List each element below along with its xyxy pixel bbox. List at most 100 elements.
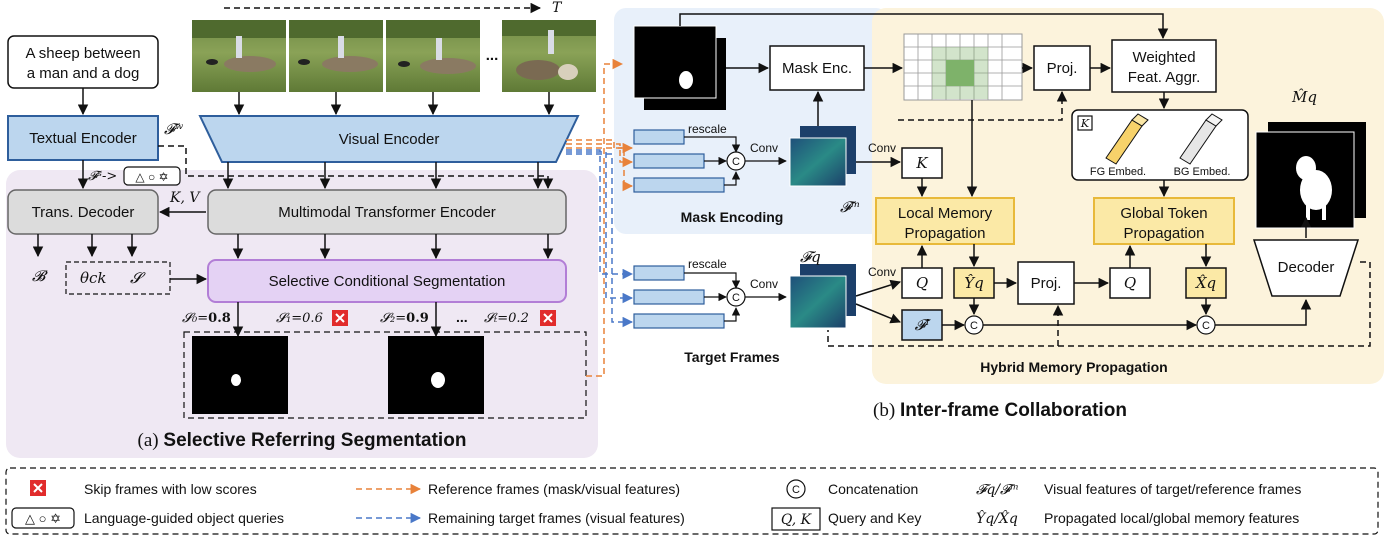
concat-label-global: C [1202,320,1210,332]
fm-map-front [789,137,847,187]
legend-lang-text: Language-guided object queries [84,510,284,526]
mask-2-object [431,372,445,388]
arrow-rescale-tgt-3 [724,307,741,322]
mask-enc-box [769,45,865,91]
mq-label: M̂q [1291,88,1317,106]
conv-label-q: Conv [868,265,896,279]
q-label-global: Q [1124,274,1136,292]
ref-mask-front [633,25,717,99]
rescale-label-target: rescale [688,257,727,271]
weighted-aggr-line2: Feat. Aggr. [1128,69,1201,86]
legend-f-symbol: 𝓕q/𝓕ᵐ [976,482,1019,498]
proj-bottom-label: Proj. [1031,275,1062,292]
global-token-line1: Global Token [1120,205,1207,222]
arrow-ref-feat-3 [566,147,634,192]
legend-qk-box [771,507,821,531]
arrow-concat-to-decoder [1215,298,1312,326]
fq-label: 𝓕q [800,248,821,266]
language-query-box [123,166,181,186]
global-token-line2: Propagation [1124,225,1205,242]
legend-skip-icon-x [33,483,43,493]
local-memory-line1: Local Memory [898,205,993,222]
proj-bottom-box [1017,261,1075,305]
scs-box [207,259,567,303]
legend-yx-symbol: Ŷq/X̂q [976,509,1018,527]
mask-enc-label: Mask Enc. [782,60,852,77]
legend-lang-icon [11,507,75,529]
target-frames-label: Target Frames [684,349,780,365]
ref-feat-level-1 [633,129,685,145]
proj-top-label: Proj. [1047,60,1078,77]
visual-encoder-label: Visual Encoder [339,131,440,148]
legend-concat-icon-label: C [792,484,800,496]
legend-concat-icon [786,479,806,499]
mm-encoder-box [207,189,567,235]
legend-concat-text: Concatenation [828,481,918,497]
legend-ref-text: Reference frames (mask/visual features) [428,481,680,497]
proj-top-box [1033,45,1091,91]
fs-label: 𝓕ˢ-> [88,169,117,184]
arrow-ref-feat-1 [566,139,634,154]
arrow-rescale-ref-3 [724,171,741,186]
fg-embed-label: FG Embed. [1090,166,1146,178]
global-token-box [1093,197,1235,245]
score-2: 𝓢₂=0.9 [380,311,429,326]
fg-embed-icon [1105,113,1149,165]
video-frame-1 [192,20,286,92]
arrow-decoder-feedback [827,261,1371,347]
trans-decoder-box [7,189,159,235]
concat-label-target: C [732,292,740,304]
arrow-fm-to-proj-dashed [898,90,1068,121]
concat-label-local: C [970,320,978,332]
fi-box [901,309,943,341]
arrow-ref-feat-2 [566,143,634,168]
time-label: T [552,0,563,16]
arrow-fq-to-q [855,279,902,297]
query-text-line1: A sheep between [25,45,140,62]
ref-feat-level-3 [633,177,725,193]
local-memory-line2: Propagation [905,225,986,242]
arrow-fq-to-fi [855,303,901,324]
conv-label-target: Conv [750,277,778,291]
arrow-fw-dashed [158,145,554,190]
legend-qk-symbol: Q, K [781,512,813,528]
q-box-global [1109,267,1151,299]
arrow-ref-mask-orange [586,58,624,377]
arrow-rescale-tgt-1 [684,272,741,289]
xq-box [1185,267,1227,299]
selected-masks-group [183,331,587,419]
local-memory-box [875,197,1015,245]
xq-label: X̂q [1195,274,1216,292]
video-frame-t [502,20,596,92]
mm-encoder-label: Multimodal Transformer Encoder [278,204,496,221]
conv-label-k: Conv [868,141,896,155]
decoder-label: Decoder [1278,259,1335,276]
mask-frame-0 [192,336,288,414]
yq-label: Ŷq [964,274,984,292]
memory-grid [903,33,1023,101]
arrow-rescale-ref-1 [684,136,741,153]
legend-lang-shapes: △ ○ ✡ [25,511,61,526]
scores-ellipsis: ... [456,309,468,325]
score-1: 𝓢₁=0.6 [276,311,323,326]
language-query-shapes: △ ○ ✡ [135,170,168,184]
legend-f-text: Visual features of target/reference fram… [1044,481,1301,497]
concat-label-ref: C [732,156,740,168]
mask-encoding-label: Mask Encoding [681,209,784,225]
target-feat-level-2 [633,289,705,305]
part-a-title: (a) Selective Referring Segmentation [138,430,467,451]
fi-label: 𝓕ᴵ [915,316,932,334]
hybrid-memory-label: Hybrid Memory Propagation [980,359,1167,375]
output-b: 𝓑 [32,267,48,285]
legend-skip-text: Skip frames with low scores [84,481,257,497]
trans-decoder-label: Trans. Decoder [32,204,135,221]
rescale-label-ref: rescale [688,122,727,136]
k-icon-embed-label: K [1080,117,1090,130]
conv-label-ref: Conv [750,141,778,155]
textual-encoder-label: Textual Encoder [29,130,137,147]
fm-label: 𝓕ᵐ [840,198,860,216]
skip-icon-1-x [335,313,345,323]
video-frame-3 [386,20,480,92]
weighted-aggr-box [1111,39,1217,93]
